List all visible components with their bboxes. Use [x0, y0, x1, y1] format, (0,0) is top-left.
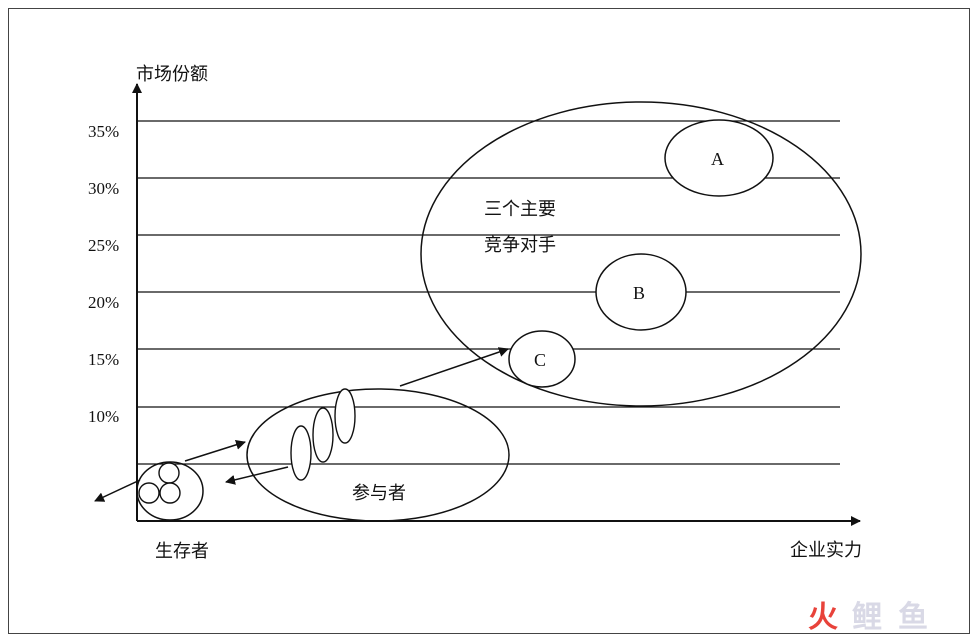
competitors-ellipse [420, 101, 862, 407]
company-c-ellipse [508, 330, 576, 388]
arrow-participants-to-survivors [225, 466, 289, 485]
participants-ellipse [246, 388, 510, 522]
arrow-survivors-to-participants [184, 439, 246, 462]
diagram-frame [8, 8, 970, 634]
y-tick-10: 10% [88, 407, 119, 426]
watermark-char-3: 鱼 [898, 600, 928, 635]
competitors-label-line1: 三个主要 [484, 199, 556, 220]
y-tick-25: 25% [88, 236, 119, 255]
arrow-survivors-to-outside [94, 479, 141, 502]
participant-oval-3 [334, 388, 356, 444]
survivor-circle-1 [158, 462, 180, 484]
competitors-label-line2: 竞争对手 [484, 235, 556, 256]
y-tick-20: 20% [88, 293, 119, 312]
y-tick-35: 35% [88, 122, 119, 141]
participant-oval-1 [290, 425, 312, 481]
y-axis-label: 市场份额 [136, 64, 208, 85]
survivors-label: 生存者 [155, 541, 209, 562]
company-c-label: C [534, 350, 546, 370]
company-a-label: A [711, 149, 724, 169]
participants-label: 参与者 [352, 483, 406, 504]
participant-oval-2 [312, 407, 334, 463]
company-a-ellipse [664, 119, 774, 197]
arrow-participants-to-competitors [399, 347, 509, 387]
survivors-ellipse [136, 461, 204, 521]
x-axis-label: 企业实力 [790, 540, 862, 561]
company-b-label: B [633, 283, 645, 303]
watermark-char-2: 鲤 [852, 600, 882, 635]
survivor-circle-3 [159, 482, 181, 504]
watermark-char-1: 火 [808, 600, 838, 635]
company-b-ellipse [595, 253, 687, 331]
y-tick-15: 15% [88, 350, 119, 369]
survivor-circle-2 [138, 482, 160, 504]
watermark-logo: 火 鲤 鱼 [808, 600, 928, 635]
y-tick-30: 30% [88, 179, 119, 198]
